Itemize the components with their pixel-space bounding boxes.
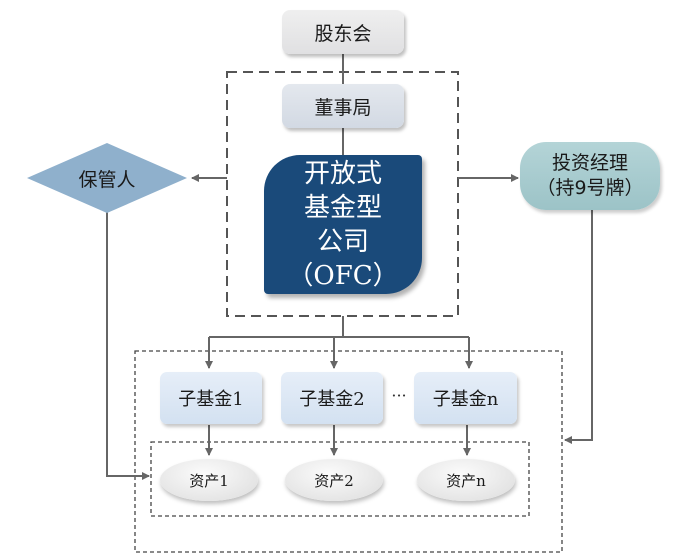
edge-manager-subfunds xyxy=(564,210,593,444)
board-label: 董事局 xyxy=(314,96,372,119)
custodian-diamond xyxy=(27,143,187,213)
asset-1-label: 资产1 xyxy=(189,471,229,490)
sub-fund-1-node[interactable]: 子基金1 xyxy=(160,372,262,424)
investment-manager-label-line-2: （持9号牌） xyxy=(536,177,644,199)
asset-n-node[interactable]: 资产n xyxy=(417,459,515,501)
sub-fund-n-label: 子基金n xyxy=(432,389,499,410)
sub-fund-2-label: 子基金2 xyxy=(299,389,365,410)
ofc-label-line-4: （OFC） xyxy=(287,260,399,291)
sub-fund-ellipsis: ··· xyxy=(385,380,413,410)
asset-group-box xyxy=(150,441,530,517)
custodian-label: 保管人 xyxy=(78,168,136,191)
sub-fund-group-box xyxy=(134,350,563,553)
ofc-label-line-2: 基金型 xyxy=(303,192,382,223)
custodian-node[interactable]: 保管人 xyxy=(57,162,157,194)
ellipsis-label: ··· xyxy=(391,385,407,405)
shareholders-label: 股东会 xyxy=(314,22,372,45)
asset-2-node[interactable]: 资产2 xyxy=(285,459,383,501)
sub-fund-n-node[interactable]: 子基金n xyxy=(414,372,517,424)
shareholders-node[interactable]: 股东会 xyxy=(282,10,404,54)
sub-fund-2-node[interactable]: 子基金2 xyxy=(281,372,383,424)
board-node[interactable]: 董事局 xyxy=(282,84,404,128)
asset-1-node[interactable]: 资产1 xyxy=(160,459,258,501)
sub-fund-1-label: 子基金1 xyxy=(178,389,244,410)
ofc-label-line-3: 公司 xyxy=(316,226,369,257)
asset-n-label: 资产n xyxy=(446,471,486,490)
ofc-label-line-1: 开放式 xyxy=(303,158,382,189)
edge-custodian-assets xyxy=(106,212,150,480)
investment-manager-label-line-1: 投资经理 xyxy=(551,152,628,174)
asset-2-label: 资产2 xyxy=(314,471,354,490)
ofc-node[interactable]: 开放式 基金型 公司 （OFC） xyxy=(264,155,422,294)
investment-manager-node[interactable]: 投资经理 （持9号牌） xyxy=(520,142,660,210)
